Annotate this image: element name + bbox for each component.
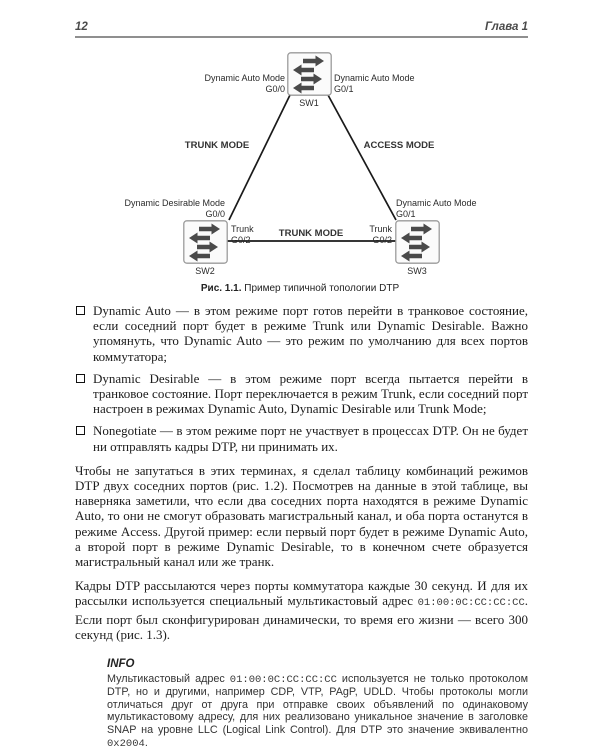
sw2-name: SW2 (195, 266, 215, 276)
multicast-address: 01:00:0C:CC:CC:CC (417, 597, 525, 610)
page-number: 12 (75, 21, 88, 33)
sw3-name: SW3 (407, 266, 427, 276)
sw2-top-label: Dynamic Desirable Mode G0/0 (109, 198, 225, 219)
info-box-text: Мультикастовый адрес 01:00:0C:CC:CC:CC и… (107, 673, 528, 750)
list-item: Dynamic Auto — в этом режиме порт готов … (75, 303, 528, 364)
info-text: . (144, 736, 148, 749)
list-item-text: Nonegotiate — в этом режиме порт не учас… (93, 423, 528, 454)
sw1-left-label: Dynamic Auto Mode G0/0 (180, 73, 285, 94)
switch-icon-sw1 (287, 52, 332, 96)
sw1-right-label: Dynamic Auto Mode G0/1 (334, 73, 444, 94)
list-item: Nonegotiate — в этом режиме порт не учас… (75, 423, 528, 454)
sw3-trunk-label: Trunk G0/2 (352, 224, 392, 245)
list-item-text: Dynamic Desirable — в этом режиме порт в… (93, 370, 528, 417)
page-header: 12 Глава 1 (75, 21, 528, 33)
body-text: Dynamic Auto — в этом режиме порт готов … (75, 303, 528, 750)
list-item: Dynamic Desirable — в этом режиме порт в… (75, 371, 528, 417)
sw1-right-port-label: G0/1 (334, 83, 354, 94)
multicast-address: 01:00:0C:CC:CC:CC (229, 673, 337, 686)
chapter-title: Глава 1 (485, 21, 528, 33)
sw2-trunk-label: Trunk G0/2 (231, 224, 271, 245)
sw3-port-label: G0/1 (396, 208, 416, 219)
figure-caption-text: Пример типичной топологии DTP (241, 283, 400, 294)
sw2-trunk-port-label: G0/2 (231, 234, 251, 245)
info-text: Мультикастовый адрес (107, 672, 230, 685)
bullet-square-icon (76, 306, 85, 315)
snap-value: 0x2004 (107, 737, 145, 750)
paragraph-text: Чтобы не запутаться в этих терминах, я с… (75, 462, 528, 570)
header-rule (75, 36, 528, 38)
info-text: используется не только протоколом DTP, н… (107, 672, 529, 737)
sw1-right-mode-label: Dynamic Auto Mode (334, 73, 415, 83)
info-box: INFO Мультикастовый адрес 01:00:0C:CC:CC… (107, 658, 528, 750)
link-sw1-sw3-label: ACCESS MODE (363, 140, 435, 151)
figure-caption-number: Рис. 1.1. (200, 283, 242, 294)
list-item-text: Dynamic Auto — в этом режиме порт готов … (93, 303, 528, 364)
paragraph-text: . Если порт был сконфигурирован динамиче… (75, 593, 528, 642)
sw3-top-label: Dynamic Auto Mode G0/1 (396, 198, 516, 219)
sw1-name: SW1 (299, 98, 319, 108)
paragraph: Чтобы не запутаться в этих терминах, я с… (75, 463, 528, 569)
info-box-title: INFO (107, 658, 135, 671)
dtp-modes-list: Dynamic Auto — в этом режиме порт готов … (75, 303, 528, 454)
sw2-trunk-mode-label: Trunk (231, 224, 254, 234)
link-sw1-sw2-label: TRUNK MODE (184, 140, 250, 151)
sw3-trunk-mode-label: Trunk (369, 224, 392, 234)
link-sw2-sw3-label: TRUNK MODE (278, 228, 344, 239)
switch-icon-sw2 (183, 220, 228, 264)
paragraph: Кадры DTP рассылаются через порты коммут… (75, 578, 528, 642)
sw1-left-port-label: G0/0 (265, 83, 285, 94)
sw1-left-mode-label: Dynamic Auto Mode (204, 73, 285, 83)
bullet-square-icon (76, 426, 85, 436)
paragraph-text: Кадры DTP рассылаются через порты коммут… (75, 578, 528, 609)
sw2-mode-label: Dynamic Desirable Mode (124, 198, 225, 208)
bullet-square-icon (76, 373, 85, 383)
dtp-topology-diagram: Dynamic Auto Mode G0/0 Dynamic Auto Mode… (0, 0, 600, 300)
sw3-mode-label: Dynamic Auto Mode (396, 198, 477, 208)
figure-caption: Рис. 1.1. Пример типичной топологии DTP (0, 283, 600, 294)
topology-lines (227, 94, 397, 242)
switch-icon-sw3 (395, 220, 440, 264)
sw3-trunk-port-label: G0/2 (372, 234, 392, 245)
sw2-port-label: G0/0 (205, 208, 225, 219)
